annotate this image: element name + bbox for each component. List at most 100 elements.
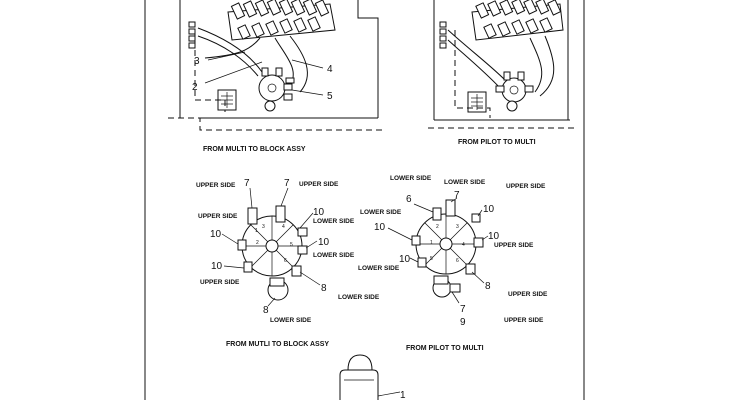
port-fitting [243,261,253,273]
small-terminal-box [467,91,487,113]
port-fitting [269,277,285,287]
left-fitting-stack [188,21,196,49]
callout-10: 10 [313,207,325,218]
right-fitting-stack [439,21,447,49]
port-fitting [237,239,247,251]
label-upper-side: UPPER SIDE [508,291,548,298]
port-fitting [297,245,308,255]
port-fitting [417,257,427,268]
label-lower-side: LOWER SIDE [313,218,355,225]
top-left-view: 3 2 4 5 FROM MULTI TO BLOCK ASSY [168,0,385,153]
leader-line [280,187,289,207]
port-number: 1 [430,240,433,246]
top-right-view: FROM PILOT TO MULTI [428,0,575,146]
callout-8: 8 [485,281,491,292]
leader-line [223,265,245,269]
leader-line [409,257,419,263]
callout-1: 1 [400,390,406,400]
hose [447,29,506,81]
label-lower-side: LOWER SIDE [358,265,400,272]
hose [539,35,555,97]
callout-7: 7 [460,304,466,315]
leader-line [249,187,253,209]
port-fitting [275,205,286,223]
leader-line [477,209,483,217]
port-fitting [471,213,481,223]
port-fitting [433,275,449,285]
label-upper-side: UPPER SIDE [506,183,546,190]
label-upper-side: UPPER SIDE [504,317,544,324]
leader-line [207,51,246,61]
port-fitting [297,227,308,237]
callout-6: 6 [406,194,412,205]
callout-9: 9 [460,317,466,328]
callout-8: 8 [263,305,269,316]
port-fitting [291,265,302,277]
port-number: 2 [436,224,439,230]
right-valve-body [415,213,477,275]
callout-10: 10 [374,222,386,233]
label-lower-side: LOWER SIDE [360,209,402,216]
port-fitting [411,235,421,246]
callout-10: 10 [211,261,223,272]
port-fitting [432,207,442,221]
callout-10: 10 [399,254,411,265]
frame-dashed-line [168,117,385,131]
callout-2: 2 [192,82,198,93]
callout-10: 10 [210,229,222,240]
control-valve-bank [471,0,564,41]
leader-line [299,212,314,229]
hose [289,35,308,93]
label-lower-side: LOWER SIDE [444,179,486,186]
label-upper-side: UPPER SIDE [299,181,339,188]
frame-dashed-line [454,30,491,118]
port-number: 5 [430,256,433,262]
label-upper-side: UPPER SIDE [200,279,240,286]
right-valve-view: 1 2 3 4 5 6 LOWER SIDE LOWER SIDE UPPER … [358,175,548,352]
leader-line [299,271,321,286]
callout-10: 10 [488,231,500,242]
port-number: 1 [255,228,258,234]
leader-line [221,233,239,245]
leader-line [267,297,276,307]
port-number: 3 [262,224,265,230]
multi-control-valve [258,67,295,112]
leader-line [305,240,318,249]
leader-line [413,203,434,213]
label-upper-side: UPPER SIDE [494,242,534,249]
hose [447,39,501,89]
callout-5: 5 [327,91,333,102]
label-upper-side: UPPER SIDE [198,213,238,220]
callout-7: 7 [284,178,290,189]
left-valve-view: 1 2 3 4 5 6 UPPER SIDE UPPER SIDE UPPER … [196,178,380,348]
port-number: 5 [290,242,293,248]
callout-8: 8 [321,283,327,294]
leader-line [291,89,324,96]
hose [197,35,259,77]
label-lower-side: LOWER SIDE [390,175,432,182]
leader-line [204,61,263,84]
caption-mid-right: FROM PILOT TO MULTI [406,345,484,352]
control-valve-bank [227,0,336,41]
label-lower-side: LOWER SIDE [313,252,355,259]
callout-4: 4 [327,64,333,75]
hose [197,27,263,73]
frame-line [357,0,379,118]
port-fitting [465,263,476,275]
label-lower-side: LOWER SIDE [338,294,380,301]
callout-10: 10 [318,237,330,248]
leader-line [471,271,485,284]
port-fitting [473,237,484,248]
callout-10: 10 [483,204,495,215]
caption-mid-left: FROM MUTLI TO BLOCK ASSY [226,341,329,348]
accumulator [339,354,379,400]
port-number: 6 [284,258,287,264]
hose [529,37,543,93]
label-upper-side: UPPER SIDE [196,182,236,189]
multi-control-valve [495,71,534,112]
caption-top-right: FROM PILOT TO MULTI [458,139,536,146]
leader-line [450,197,458,203]
port-fitting [247,207,258,225]
small-terminal-box [217,89,237,111]
